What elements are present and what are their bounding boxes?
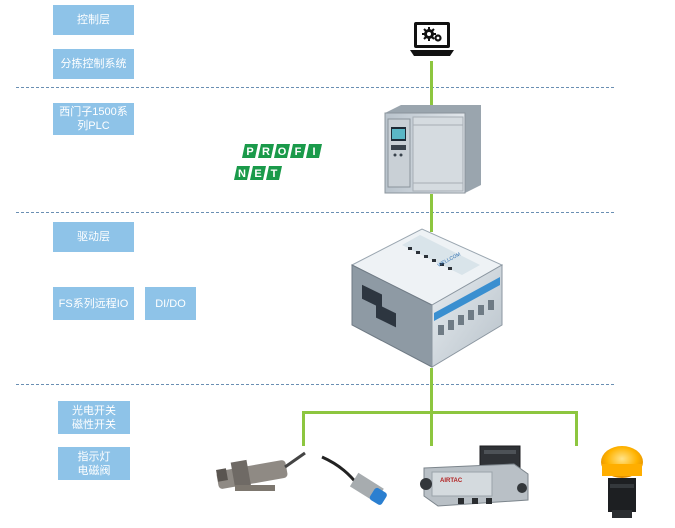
profinet-letter: E (254, 168, 261, 180)
label-di-do: DI/DO (145, 287, 196, 320)
photoelectric-sensor-image (216, 451, 306, 491)
drop-indicator (575, 411, 578, 446)
divider-drive-field (16, 384, 614, 385)
profinet-letter: O (278, 146, 287, 158)
label-fs-remote-io: FS系列远程IO (53, 287, 134, 320)
label-plc-line2: 列PLC (77, 120, 110, 132)
field-bus-horizontal (302, 411, 578, 414)
divider-plc-drive (16, 212, 614, 213)
label-sensors-line2: 磁性开关 (72, 418, 116, 431)
label-indicator-valve: 指示灯 电磁阀 (58, 447, 130, 480)
link-plc-remote-io (430, 194, 433, 232)
profinet-letter: T (271, 168, 278, 180)
remote-io-image: WELLCOM (350, 228, 504, 368)
magnetic-switch-image (321, 455, 387, 505)
laptop-gear-icon (410, 22, 454, 56)
profinet-letter: P (246, 146, 253, 158)
profinet-tile (290, 144, 306, 158)
valve-brand: AIRTAC (440, 478, 463, 484)
label-control-layer-text: 控制层 (77, 14, 110, 26)
label-plc-line1: 西门子1500系 (59, 106, 128, 118)
label-control-layer: 控制层 (53, 5, 134, 35)
profinet-tile (266, 166, 282, 180)
profinet-tile (250, 166, 266, 180)
profinet-letter: I (312, 146, 315, 158)
label-drive-layer: 驱动层 (53, 222, 134, 252)
link-laptop-plc (430, 61, 433, 106)
label-sensors-line1: 光电开关 (72, 404, 116, 417)
link-remote-io-bus (430, 368, 433, 412)
profinet-tile (242, 144, 258, 158)
divider-control-plc (16, 87, 614, 88)
profinet-tile (274, 144, 290, 158)
drop-valve (430, 411, 433, 446)
label-sorting-control-system-text: 分拣控制系统 (60, 58, 127, 70)
label-drive-layer-text: 驱动层 (77, 231, 110, 243)
label-fs-remote-io-text: FS系列远程IO (58, 297, 129, 310)
plc-image (384, 105, 481, 194)
solenoid-valve-image: AIRTAC (420, 445, 529, 507)
profinet-tile (306, 144, 322, 158)
label-sensors: 光电开关 磁性开关 (58, 401, 130, 434)
profinet-letter: N (238, 168, 246, 180)
drop-photoelectric (302, 411, 305, 446)
label-di-do-text: DI/DO (155, 297, 186, 310)
profinet-tile (258, 144, 274, 158)
label-sorting-control-system: 分拣控制系统 (53, 49, 134, 79)
label-plc: 西门子1500系 列PLC (53, 103, 134, 135)
label-indicator-line2: 电磁阀 (77, 464, 111, 477)
label-indicator-line1: 指示灯 (77, 450, 111, 463)
profinet-tile (234, 166, 250, 180)
profinet-letter: R (262, 146, 270, 158)
indicator-light-image (601, 446, 643, 518)
profinet-letter: F (295, 146, 302, 158)
